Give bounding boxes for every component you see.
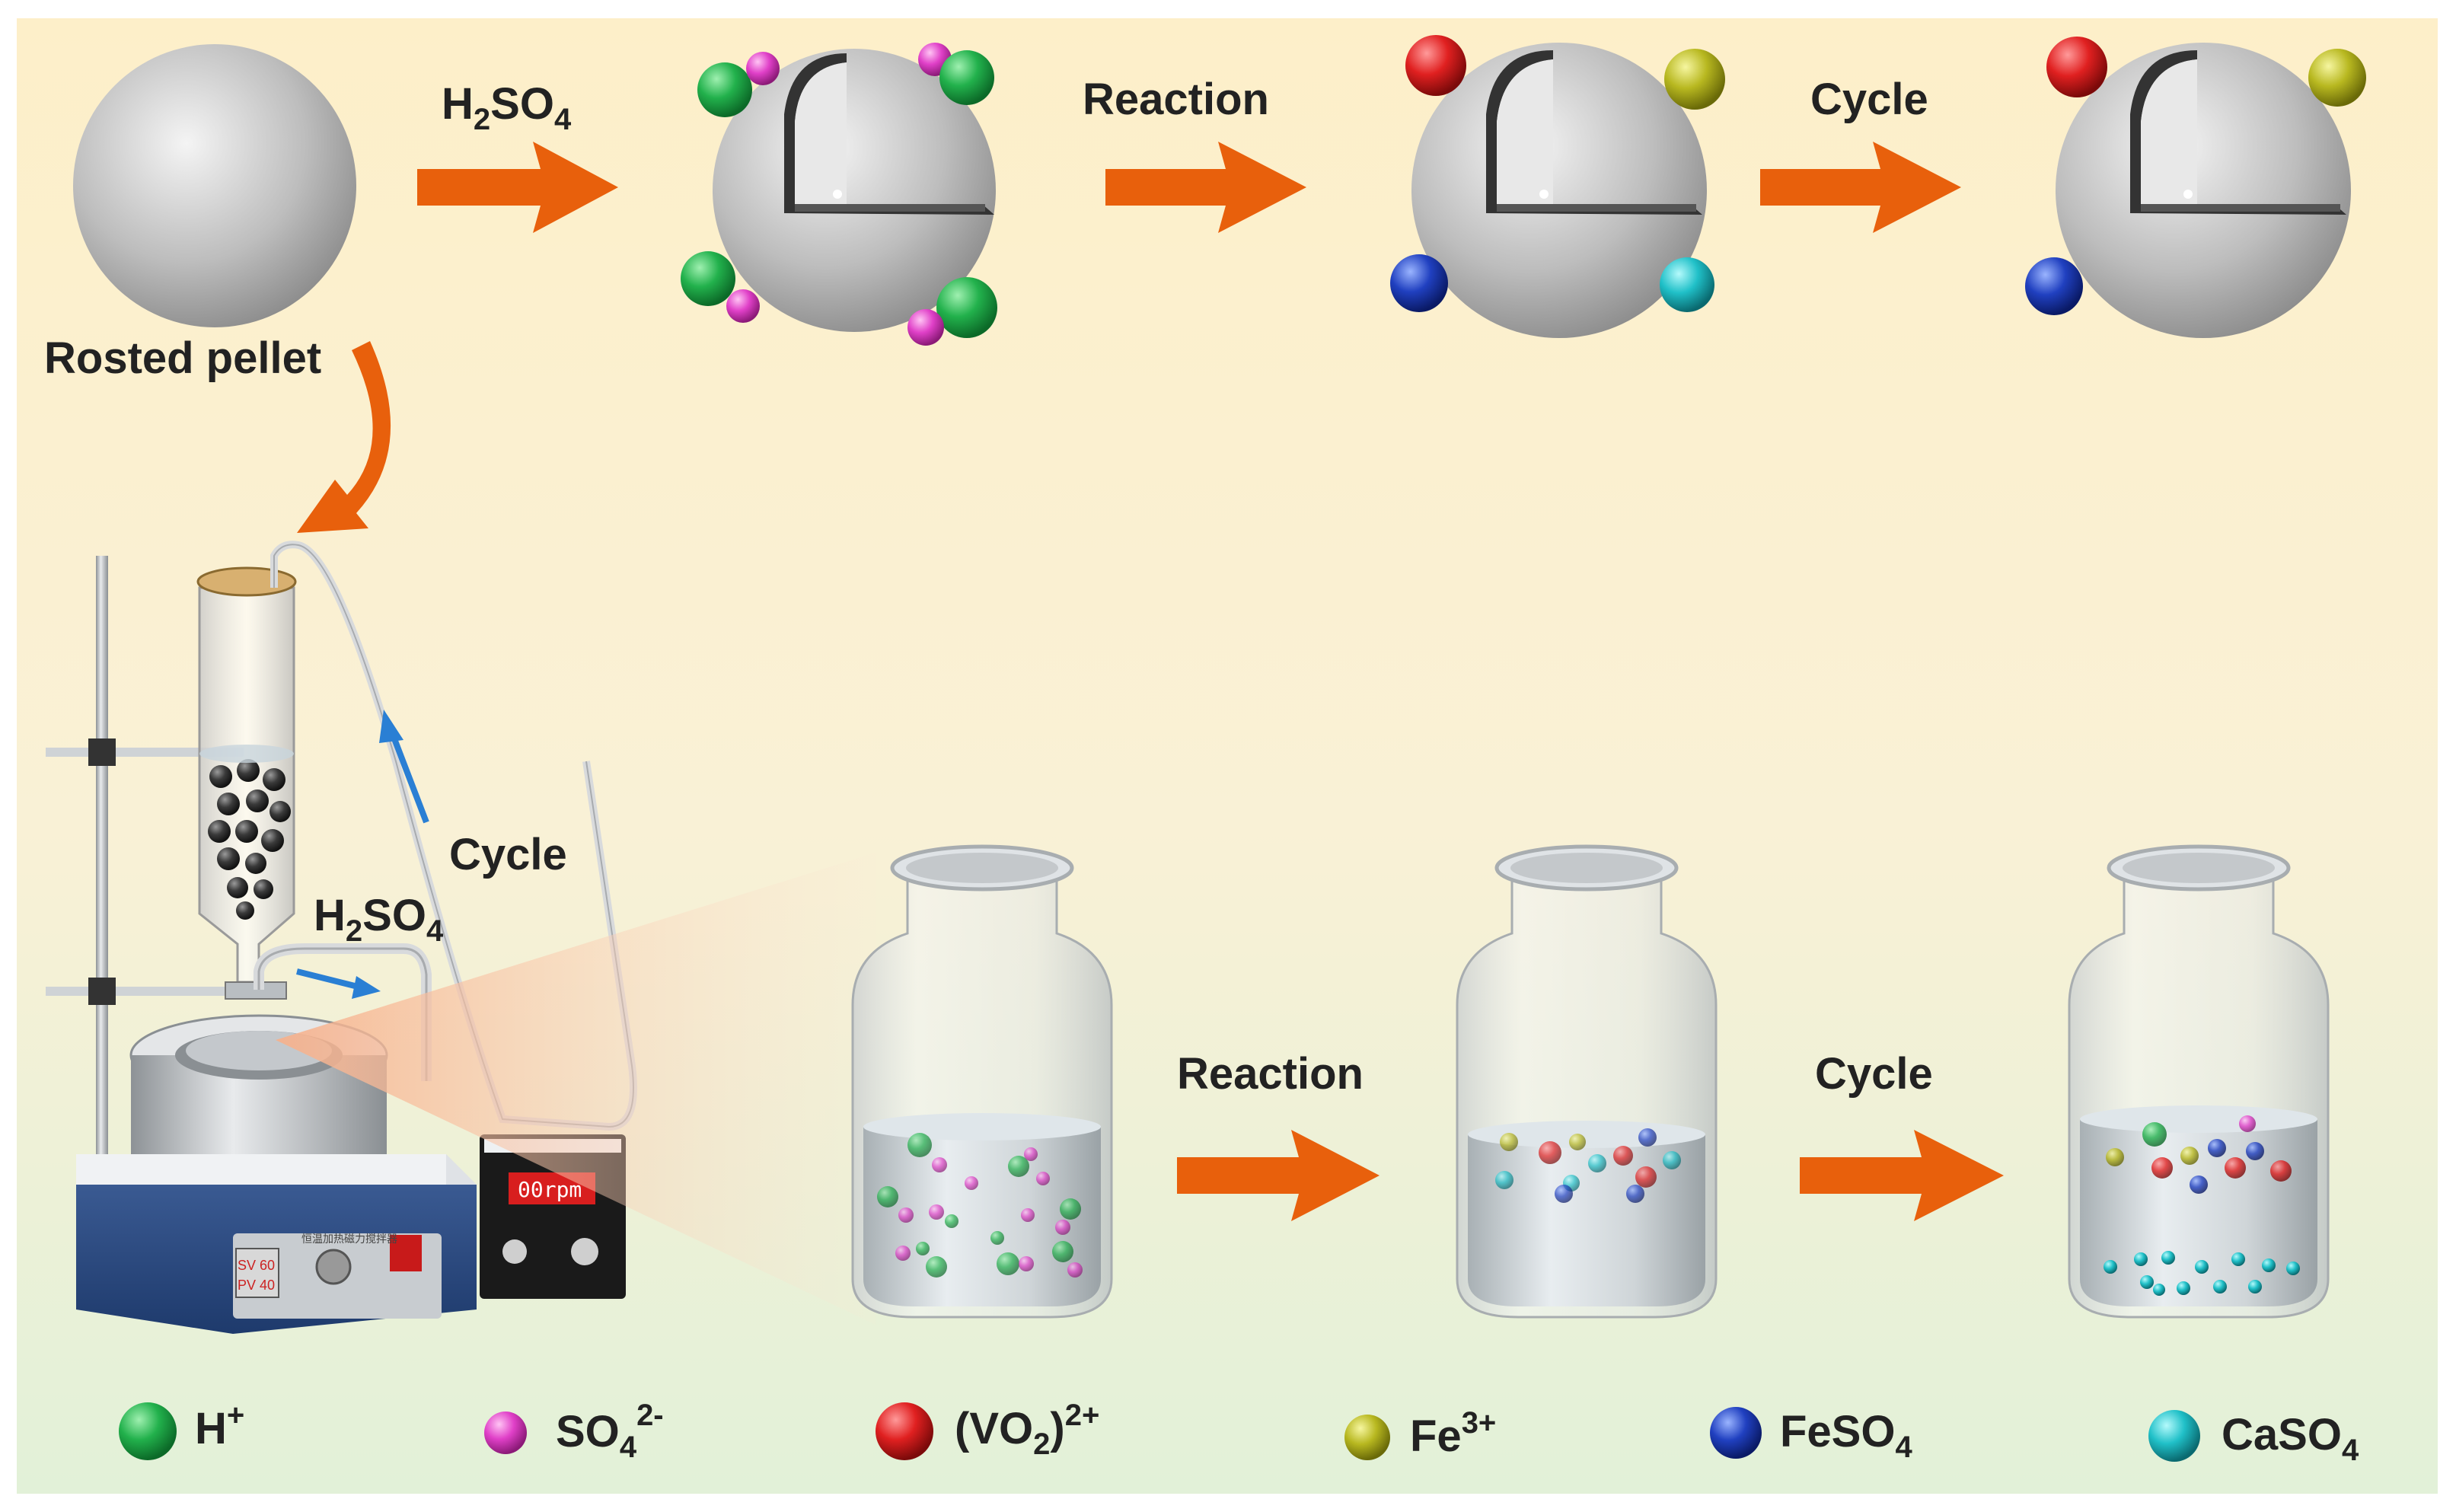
heater-pv: PV 40	[238, 1278, 275, 1293]
svg-text:CaSO4: CaSO4	[2222, 1410, 2359, 1467]
top-arrow-2	[1105, 142, 1306, 233]
curved-down-arrow	[297, 341, 391, 533]
svg-text:SO42-: SO42-	[556, 1399, 664, 1464]
legend-sulfate: SO42-	[484, 1399, 664, 1464]
top-arrow-1-label: H2SO4	[442, 79, 572, 136]
top-arrow-3	[1760, 142, 1961, 233]
top-arrow-1	[417, 142, 618, 233]
packed-pellets	[208, 759, 291, 920]
legend-h-plus: H+	[119, 1399, 244, 1460]
apparatus: SV 60 PV 40 恒温加热磁力搅拌器 00rpm	[46, 541, 637, 1334]
bottom-arrow-1-label: Reaction	[1177, 1049, 1364, 1099]
top-arrow-2-label: Reaction	[1083, 75, 1269, 124]
legend-vanadyl: (VO2)2+	[876, 1399, 1099, 1461]
pellet-after-reaction	[1390, 35, 1725, 338]
pellet-label: Rosted pellet	[44, 333, 321, 383]
jar-leachate	[851, 844, 1113, 1319]
svg-text:FeSO4: FeSO4	[1780, 1407, 1913, 1464]
svg-text:H+: H+	[195, 1399, 244, 1453]
apparatus-acid-label: H2SO4	[314, 891, 444, 948]
jar-after-reaction	[1456, 844, 1718, 1319]
bottom-arrow-1	[1177, 1130, 1380, 1221]
svg-text:(VO2)2+: (VO2)2+	[955, 1399, 1099, 1461]
bottom-arrow-2-label: Cycle	[1815, 1049, 1933, 1099]
bottom-arrow-2	[1800, 1130, 2004, 1221]
legend: H+ SO42- (VO2)2+ Fe3+ FeSO4 CaSO4	[119, 1399, 2359, 1467]
raw-pellet	[73, 44, 356, 327]
zoom-cone	[276, 853, 876, 1325]
apparatus-cycle-label: Cycle	[449, 830, 567, 879]
heater-caption: 恒温加热磁力搅拌器	[301, 1233, 397, 1245]
legend-ferrous-sulfate: FeSO4	[1710, 1407, 1913, 1464]
legend-calcium-sulfate: CaSO4	[2148, 1410, 2359, 1467]
heater-sv: SV 60	[238, 1258, 275, 1273]
jar-after-cycle	[2068, 844, 2330, 1319]
pellet-with-acid	[681, 43, 997, 346]
legend-ferric: Fe3+	[1344, 1406, 1496, 1461]
top-arrow-3-label: Cycle	[1810, 75, 1928, 124]
pellet-after-cycle	[2025, 37, 2366, 338]
svg-text:Fe3+: Fe3+	[1410, 1406, 1496, 1461]
stirrer-display: 00rpm	[518, 1177, 582, 1202]
